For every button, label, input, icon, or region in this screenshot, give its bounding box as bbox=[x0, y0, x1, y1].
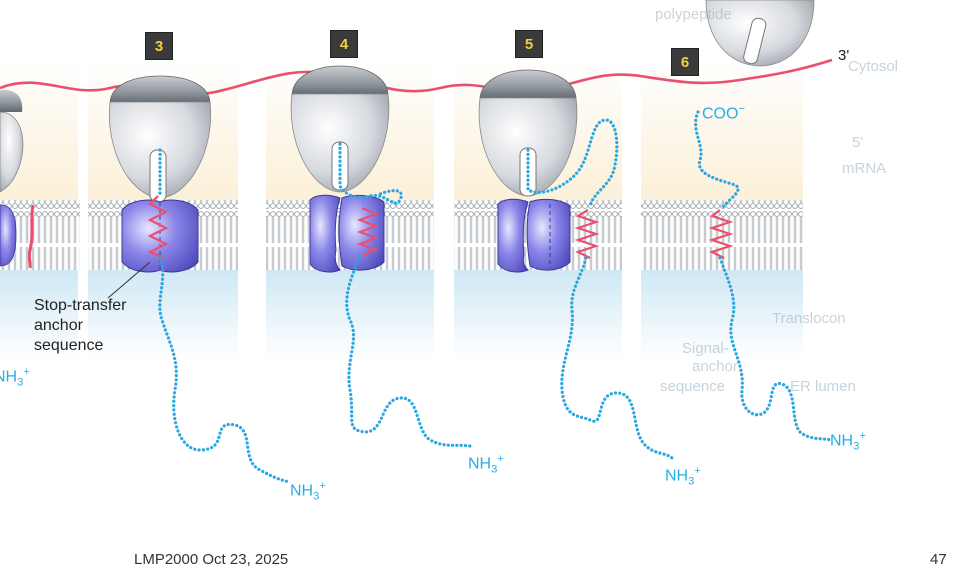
nh3-sub: 3 bbox=[853, 440, 860, 453]
nh3-label-step-4: NH3+ bbox=[468, 453, 504, 476]
ghost-er-lumen: ER lumen bbox=[790, 378, 856, 395]
stop-transfer-line-1: Stop-transfer bbox=[34, 297, 127, 314]
ghost-polypeptide: polypeptide bbox=[655, 6, 732, 23]
nh3-sub: 3 bbox=[313, 490, 320, 503]
nh3-label-step-3: NH3+ bbox=[290, 480, 326, 503]
nh3-label-step-6: NH3+ bbox=[830, 430, 866, 453]
step-5-badge: 5 bbox=[515, 30, 543, 58]
nh3-text: NH bbox=[830, 432, 854, 450]
er-membranes bbox=[0, 200, 803, 270]
step-6-badge: 6 bbox=[671, 48, 699, 76]
ribosome-step-5 bbox=[478, 69, 674, 460]
ghost-cytosol: Cytosol bbox=[848, 58, 899, 75]
nh3-text: NH bbox=[468, 455, 492, 473]
nh3-text: NH bbox=[665, 467, 689, 485]
footer-page-number: 47 bbox=[930, 551, 947, 568]
ghost-signal-3: sequence bbox=[660, 378, 726, 395]
nh3-text: NH bbox=[0, 368, 18, 386]
nh3-sub: 3 bbox=[688, 475, 695, 488]
step-3-badge: 3 bbox=[145, 32, 173, 60]
ghost-translocon: Translocon bbox=[772, 310, 846, 327]
nh3-label-step-5: NH3+ bbox=[665, 465, 701, 488]
ghost-signal-2: anchor bbox=[692, 358, 738, 375]
ghost-five-prime: 5' bbox=[852, 134, 864, 151]
nh3-sup: + bbox=[694, 465, 701, 477]
ribosome-partial-left bbox=[0, 89, 35, 269]
released-ribosome bbox=[694, 0, 834, 442]
nh3-sup: + bbox=[497, 453, 504, 465]
nh3-label-left: NH3+ bbox=[0, 366, 30, 389]
ghost-mrna: mRNA bbox=[842, 160, 887, 177]
nh3-sub: 3 bbox=[17, 376, 24, 389]
coo-text: COO bbox=[702, 105, 739, 123]
nh3-sup: + bbox=[23, 366, 30, 378]
coo-label: COO− bbox=[702, 103, 745, 123]
ghost-signal-1: Signal- bbox=[682, 340, 729, 357]
stop-transfer-line-2: anchor bbox=[34, 317, 83, 334]
ribosome-step-3 bbox=[108, 75, 292, 484]
footer-course-date: LMP2000 Oct 23, 2025 bbox=[134, 551, 289, 568]
stop-transfer-line-3: sequence bbox=[34, 337, 104, 354]
coo-charge: − bbox=[738, 103, 745, 115]
nh3-sub: 3 bbox=[491, 463, 498, 476]
step-4-badge: 4 bbox=[330, 30, 358, 58]
nh3-sup: + bbox=[859, 430, 866, 442]
stop-transfer-callout bbox=[107, 261, 151, 299]
nh3-text: NH bbox=[290, 482, 314, 500]
three-prime-label: 3' bbox=[838, 47, 850, 64]
nh3-sup: + bbox=[319, 480, 326, 492]
ribosome-step-4 bbox=[290, 65, 472, 448]
